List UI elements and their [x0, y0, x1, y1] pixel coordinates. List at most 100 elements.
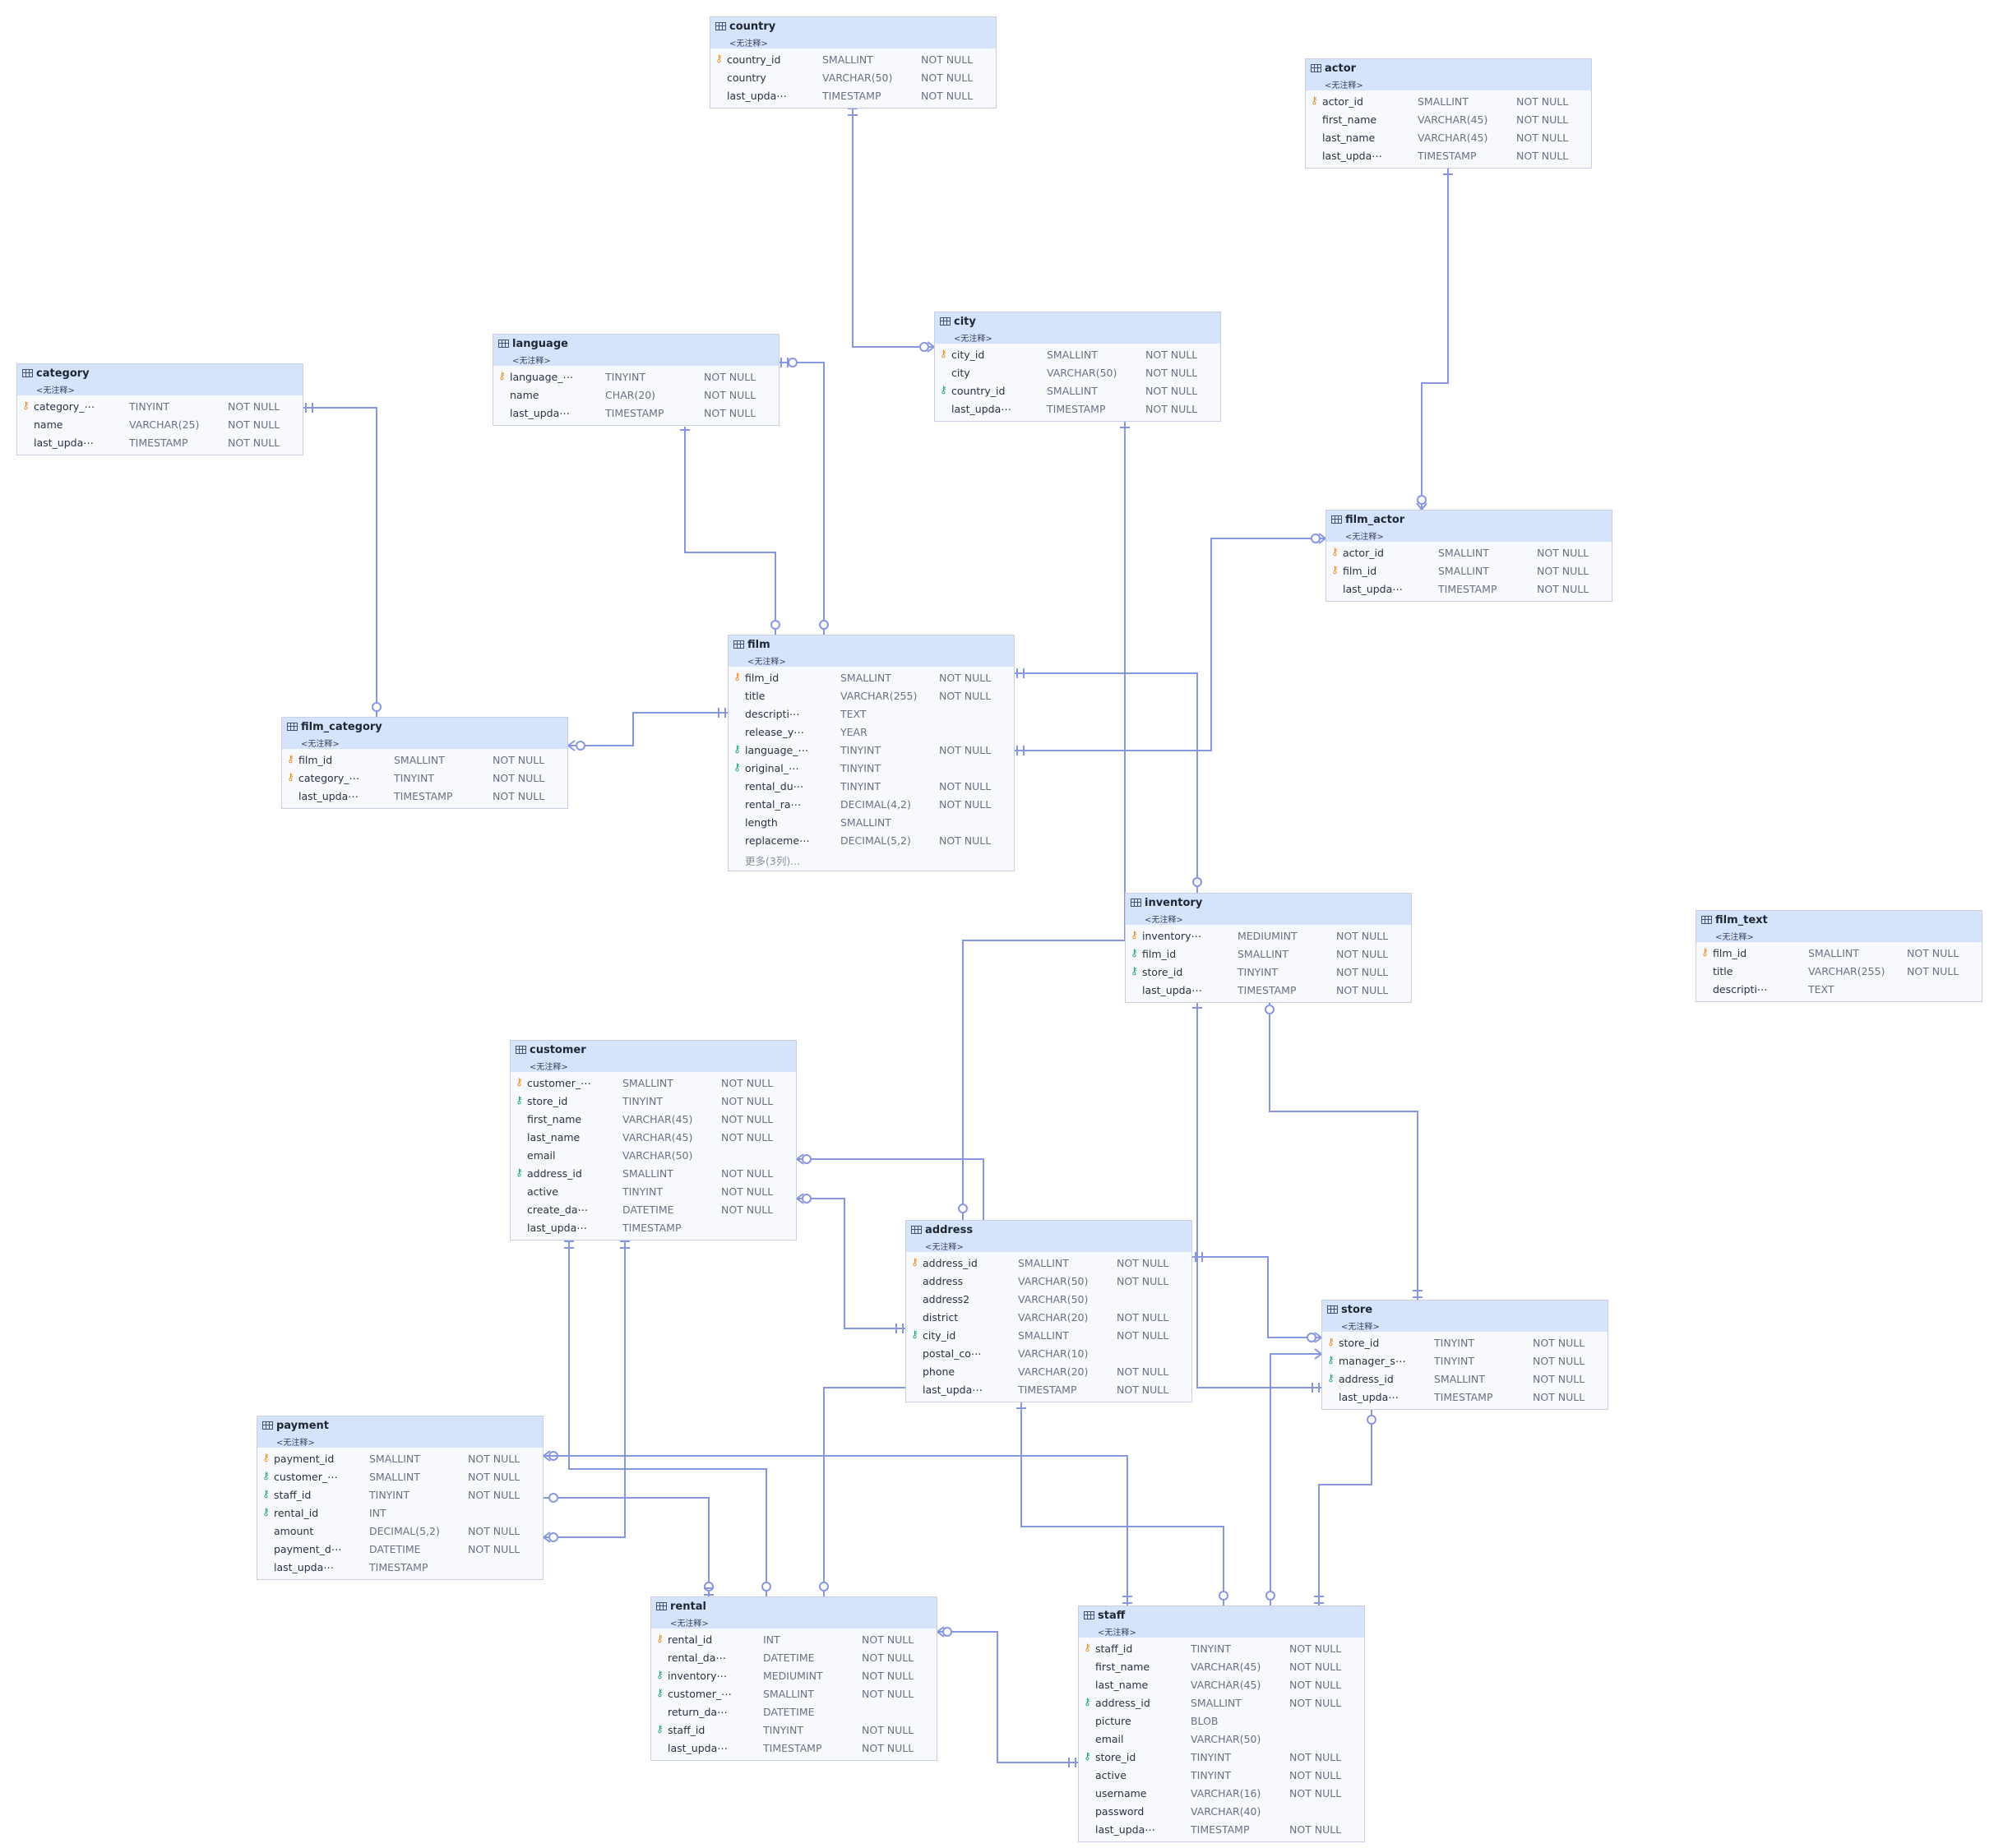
column-row[interactable]: last_upda⋯TIMESTAMP	[511, 1219, 796, 1237]
column-row[interactable]: ⚷original_⋯TINYINT	[729, 760, 1014, 778]
entity-header[interactable]: film<无注释>	[729, 635, 1014, 667]
entity-header[interactable]: actor<无注释>	[1306, 59, 1591, 90]
column-row[interactable]: return_da⋯DATETIME	[651, 1703, 937, 1721]
column-row[interactable]: rental_ra⋯DECIMAL(4,2)NOT NULL	[729, 796, 1014, 814]
entity-header[interactable]: customer<无注释>	[511, 1041, 796, 1072]
entity-header[interactable]: inventory<无注释>	[1126, 894, 1411, 925]
entity-header[interactable]: staff<无注释>	[1079, 1606, 1364, 1638]
entity-header[interactable]: country<无注释>	[710, 17, 996, 49]
entity-header[interactable]: rental<无注释>	[651, 1597, 937, 1629]
column-row[interactable]: release_y⋯YEAR	[729, 723, 1014, 742]
column-row[interactable]: descripti⋯TEXT	[1696, 981, 1982, 999]
entity-header[interactable]: film_text<无注释>	[1696, 911, 1982, 942]
entity-header[interactable]: city<无注释>	[935, 312, 1220, 344]
entity-header[interactable]: address<无注释>	[906, 1221, 1191, 1252]
entity-header[interactable]: film_category<无注释>	[282, 718, 567, 749]
entity-header[interactable]: payment<无注释>	[257, 1416, 543, 1448]
column-row[interactable]: replaceme⋯DECIMAL(5,2)NOT NULL	[729, 832, 1014, 850]
entity-header[interactable]: film_actor<无注释>	[1326, 511, 1612, 542]
column-row[interactable]: descripti⋯TEXT	[729, 705, 1014, 723]
entity-header[interactable]: store<无注释>	[1322, 1301, 1608, 1332]
entity-header[interactable]: language<无注释>	[493, 335, 779, 366]
more-columns-link[interactable]: 更多(3列)...	[729, 850, 1014, 868]
